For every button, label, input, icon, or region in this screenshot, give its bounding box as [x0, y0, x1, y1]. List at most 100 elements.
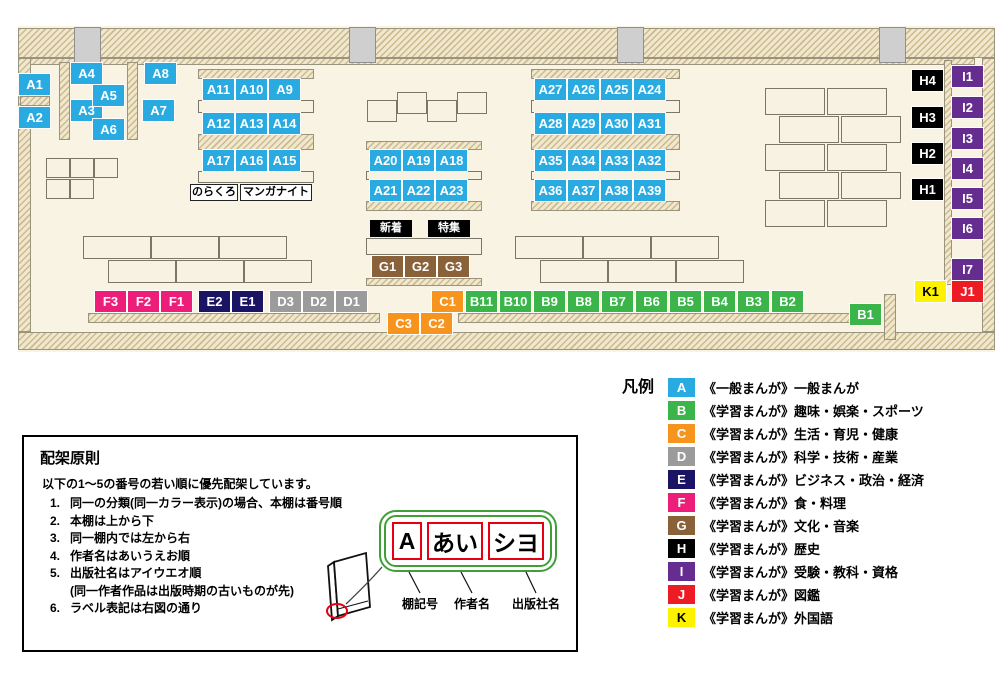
shelf-block	[367, 100, 397, 122]
shelf-block	[46, 158, 70, 178]
manga-night-tag: マンガナイト	[240, 184, 312, 201]
shelf-block	[198, 171, 314, 183]
legend-row-k: K 《学習まんが》外国語	[668, 608, 924, 627]
shelf-block	[583, 236, 651, 259]
shelf-block	[608, 260, 676, 283]
legend-label: 《学習まんが》食・料理	[703, 496, 847, 511]
shelf-hatch	[458, 313, 850, 323]
shelf-label-a14: A14	[269, 113, 300, 134]
shelf-block	[70, 179, 94, 199]
shelf-block	[540, 260, 608, 283]
leader-line-shelf	[408, 571, 421, 594]
legend-badge-g: G	[668, 516, 696, 535]
shelf-label-a6: A6	[93, 119, 124, 140]
wall-hatch-right	[982, 58, 995, 332]
legend-badge-f: F	[668, 493, 696, 512]
shelf-label-a9: A9	[269, 79, 300, 100]
shelf-label-a31: A31	[634, 113, 665, 134]
shelf-label-d3: D3	[270, 291, 301, 312]
shelf-block	[827, 144, 887, 171]
shelf-label-a32: A32	[634, 150, 665, 171]
shelf-block	[151, 236, 219, 259]
shelf-block	[94, 158, 118, 178]
principle-item-number	[50, 583, 70, 601]
shelf-hatch	[198, 134, 314, 150]
shelf-label-h1: H1	[912, 179, 943, 200]
shelf-label-f3: F3	[95, 291, 126, 312]
shelf-label-k1: K1	[915, 281, 946, 302]
shelf-label-a34: A34	[568, 150, 599, 171]
shelf-label-a15: A15	[269, 150, 300, 171]
principle-item: 5.出版社名はアイウエオ順	[50, 565, 342, 583]
shelf-label-d2: D2	[303, 291, 334, 312]
shelf-block	[779, 172, 839, 199]
book-pages-line	[337, 600, 369, 610]
legend-label: 《学習まんが》生活・育児・健康	[703, 427, 899, 442]
pillar	[879, 27, 906, 63]
shelf-hatch	[366, 201, 482, 211]
shelf-label-a17: A17	[203, 150, 234, 171]
label-cell-1: あい	[427, 522, 483, 560]
shelf-label-c2: C2	[421, 313, 452, 334]
legend-row-d: D《学習まんが》科学・技術・産業	[668, 447, 924, 466]
shelf-hatch	[944, 60, 952, 285]
principle-item: 6.ラベル表記は右図の通り	[50, 600, 342, 618]
principle-item-number: 4.	[50, 548, 61, 563]
legend-row-g: G 《学習まんが》文化・音楽	[668, 516, 924, 535]
legend-row-i: I 《学習まんが》受験・教科・資格	[668, 562, 924, 581]
label-cell-0: A	[392, 522, 422, 560]
shelf-hatch	[127, 62, 138, 140]
label-cell-2: シヨ	[488, 522, 544, 560]
shelf-hatch	[366, 278, 482, 286]
shelf-label-j1: J1	[952, 281, 983, 302]
principle-item: 4.作者名はあいうえお順	[50, 548, 342, 566]
legend-label: 《学習まんが》受験・教科・資格	[703, 565, 899, 580]
legend-label: 《学習まんが》文化・音楽	[703, 519, 860, 534]
principle-item-number: 1.	[50, 496, 61, 510]
shelf-label-a30: A30	[601, 113, 632, 134]
shelf-block	[651, 236, 719, 259]
principle-item-text: ラベル表記は右図の通り	[70, 601, 203, 615]
shelf-code-annotation: 棚記号	[402, 597, 439, 611]
shelf-hatch	[59, 62, 70, 140]
legend-label: 《学習まんが》図鑑	[703, 588, 821, 603]
shelf-block	[397, 92, 427, 114]
wall-hatch-bottom	[18, 332, 995, 350]
shelf-label-a11: A11	[203, 79, 234, 100]
shelf-label-i4: I4	[952, 158, 983, 179]
shelf-label-b8: B8	[568, 291, 599, 312]
shelf-block	[515, 236, 583, 259]
legend-label: 《学習まんが》ビジネス・政治・経済	[703, 473, 925, 488]
shelf-label-i5: I5	[952, 188, 983, 209]
shelf-block	[765, 200, 825, 227]
principle-item: 1.同一の分類(同一カラー表示)の場合、本棚は番号順	[50, 495, 342, 513]
shelf-label-a5: A5	[93, 85, 124, 106]
wall-hatch-top	[18, 28, 995, 58]
shelf-label-d1: D1	[336, 291, 367, 312]
pillar	[74, 27, 101, 63]
shelf-block	[531, 171, 680, 180]
shelf-label-h3: H3	[912, 107, 943, 128]
shelf-block	[366, 171, 482, 180]
special-feature-tag: 特集	[428, 220, 470, 237]
shelf-label-e1: E1	[232, 291, 263, 312]
shelf-label-a33: A33	[601, 150, 632, 171]
legend-row-f: F 《学習まんが》食・料理	[668, 493, 924, 512]
legend-badge-b: B	[668, 401, 696, 420]
legend-label: 《学習まんが》外国語	[703, 611, 834, 626]
legend-label: 《学習まんが》歴史	[703, 542, 821, 557]
shelf-hatch	[366, 141, 482, 150]
shelf-block	[108, 260, 176, 283]
shelf-block	[83, 236, 151, 259]
shelf-block	[70, 158, 94, 178]
legend-row-a: A《一般まんが》一般まんが	[668, 378, 924, 397]
shelf-label-a1: A1	[19, 74, 50, 95]
legend-badge-i: I	[668, 562, 696, 581]
legend-badge-k: K	[668, 608, 696, 627]
norakuro-tag: のらくろ	[190, 184, 238, 201]
